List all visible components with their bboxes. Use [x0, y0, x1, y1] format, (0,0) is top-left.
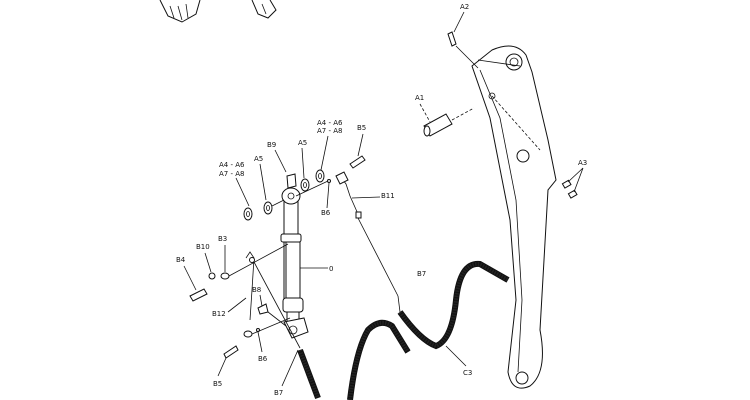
- label-b7-bottom: B7: [274, 389, 283, 397]
- label-c3: C3: [463, 369, 472, 377]
- label-a2: A2: [460, 3, 469, 11]
- label-a5-top: A5: [298, 139, 307, 147]
- label-a7-a8-top: A7 - A8: [317, 127, 342, 135]
- label-b5-top: B5: [357, 124, 366, 132]
- label-b6-bottom: B6: [258, 355, 268, 363]
- label-b10: B10: [196, 243, 210, 251]
- washers: [235, 135, 329, 221]
- label-cylinder: 0: [329, 265, 333, 273]
- label-b6-top: B6: [321, 209, 331, 217]
- label-a5-left: A5: [254, 155, 263, 163]
- pipe-b11: [295, 133, 399, 297]
- label-b9: B9: [267, 141, 276, 149]
- label-a7-a8-left: A7 - A8: [219, 170, 244, 178]
- hydraulic-cylinder: [280, 173, 328, 339]
- bolt-a2: [447, 11, 479, 69]
- part-labels: A2 A1 A3 B9 A5 A4 - A6 A7 - A8 B5 B11 B6…: [176, 3, 587, 397]
- label-a4-a6-left: A4 - A6: [219, 161, 245, 169]
- label-b8: B8: [252, 286, 261, 294]
- hoses: [281, 260, 510, 400]
- left-fittings: [183, 243, 301, 377]
- bucket-part-partial: [159, 0, 201, 23]
- label-b4: B4: [176, 256, 186, 264]
- label-a4-a6-top: A4 - A6: [317, 119, 343, 127]
- pin-a1: [419, 103, 475, 137]
- label-b11: B11: [381, 192, 395, 200]
- label-b12: B12: [212, 310, 226, 318]
- pin-part-partial: [251, 0, 277, 19]
- label-a1: A1: [415, 94, 424, 102]
- label-b3: B3: [218, 235, 227, 243]
- label-a3: A3: [578, 159, 587, 167]
- label-b7-right: B7: [417, 270, 426, 278]
- bolts-a3: [561, 167, 584, 199]
- arm-boom: [471, 45, 557, 389]
- label-b5-bottom: B5: [213, 380, 222, 388]
